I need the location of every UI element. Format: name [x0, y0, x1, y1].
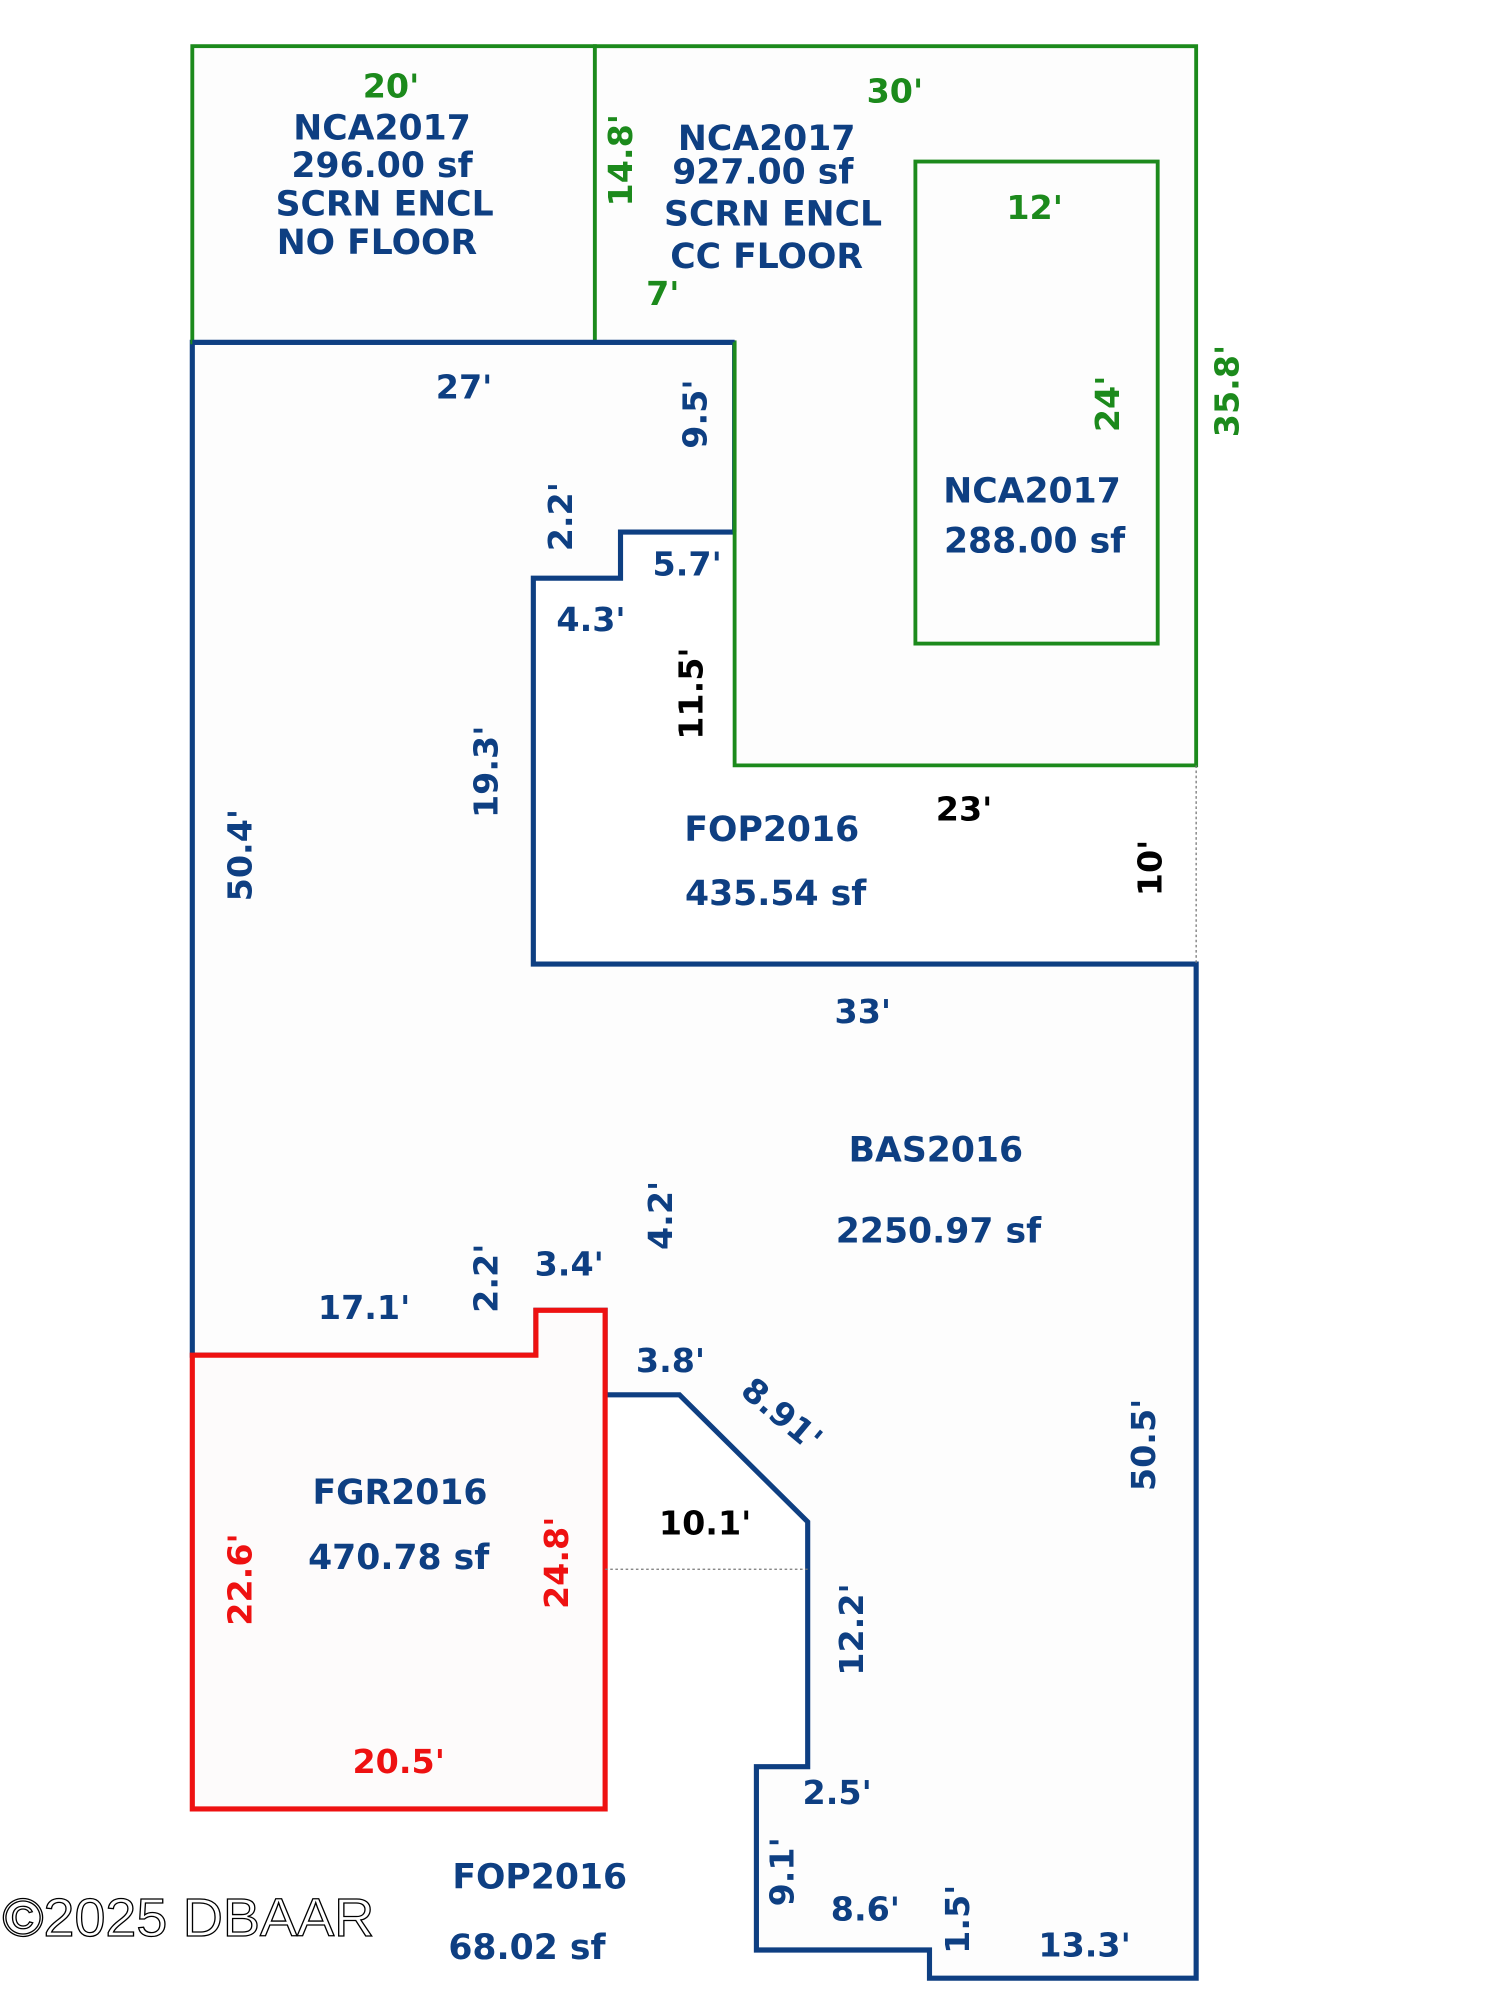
dim-label: 11.5' [672, 647, 711, 739]
dim-label: 24.8' [537, 1517, 576, 1609]
dim-label: 22.6' [220, 1533, 259, 1625]
dim-label: 2.5' [803, 1773, 872, 1812]
dim-label: 24' [1088, 376, 1127, 433]
dim-label: 19.3' [466, 726, 505, 818]
area-code: FGR2016 [312, 1473, 487, 1513]
dim-label: 30' [867, 72, 924, 111]
area-code: FOP2016 [452, 1857, 627, 1897]
area-code: NCA2017 [293, 109, 470, 149]
dim-label: 23' [936, 790, 993, 829]
area-size: 2250.97 sf [836, 1211, 1042, 1251]
area-code: FOP2016 [684, 810, 859, 850]
area-desc: CC FLOOR [670, 237, 863, 277]
area-desc: SCRN ENCL [276, 184, 494, 224]
area-size: 68.02 sf [448, 1928, 606, 1968]
fgr-outline [189, 1307, 608, 1812]
dim-label: 20' [363, 66, 420, 105]
dim-label: 27' [436, 368, 493, 407]
dim-label: 17.1' [318, 1288, 410, 1327]
dim-label: 10.1' [659, 1504, 751, 1543]
area-size: 470.78 sf [308, 1538, 490, 1578]
area-desc: SCRN ENCL [664, 195, 882, 235]
nca-inner-outline [913, 159, 1160, 646]
dim-label: 2.2' [541, 482, 580, 551]
dim-label: 14.8' [601, 114, 640, 206]
dim-label: 4.2' [641, 1181, 680, 1250]
dim-label: 2.2' [466, 1244, 505, 1313]
dim-label: 3.4' [535, 1245, 604, 1284]
area-size: 927.00 sf [672, 152, 854, 192]
dim-label: 33' [835, 992, 892, 1031]
dim-label: 12' [1006, 188, 1063, 227]
dim-label: 50.5' [1124, 1399, 1163, 1491]
area-size: 288.00 sf [944, 522, 1126, 562]
dim-label: 1.5' [938, 1885, 977, 1954]
area-size: 296.00 sf [291, 146, 473, 186]
area-size: 435.54 sf [685, 874, 867, 914]
area-code: BAS2016 [849, 1131, 1023, 1171]
dim-label: 5.7' [653, 545, 722, 584]
dim-label: 10' [1131, 840, 1170, 897]
dim-label: 4.3' [556, 600, 625, 639]
dim-label: 35.8' [1207, 345, 1246, 437]
area-code: NCA2017 [943, 472, 1120, 512]
dim-label: 9.5' [675, 379, 714, 448]
area-code: NCA2017 [678, 119, 855, 159]
copyright-watermark: ©2025 DBAAR [3, 1888, 375, 1948]
dim-label: 20.5' [352, 1742, 444, 1781]
dim-label: 8.6' [831, 1890, 900, 1929]
dim-label: 50.4' [220, 809, 259, 901]
dim-label: 12.2' [832, 1583, 871, 1675]
dim-label: 7' [646, 274, 679, 313]
dim-label: 3.8' [636, 1341, 705, 1380]
dim-label: 9.1' [763, 1837, 802, 1906]
dim-label: 13.3' [1038, 1925, 1130, 1964]
area-desc: NO FLOOR [277, 223, 477, 263]
